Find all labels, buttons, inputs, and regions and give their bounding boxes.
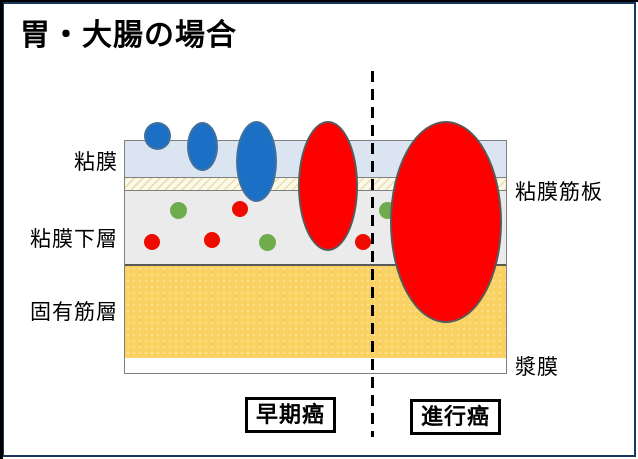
advanced-cancer-label: 進行癌 xyxy=(420,404,490,429)
layer-serosa xyxy=(125,358,506,373)
layer-mucosa xyxy=(125,141,506,177)
label-mucosa: 粘膜 xyxy=(74,151,118,174)
label-muscularis-propria: 固有筋層 xyxy=(30,301,118,324)
layer-muscularis-mucosae xyxy=(125,177,506,191)
frame-left-black-edge xyxy=(0,0,3,459)
layer-submucosa xyxy=(125,191,506,264)
page-title: 胃・大腸の場合 xyxy=(20,19,237,52)
early-cancer-label: 早期癌 xyxy=(255,402,325,427)
label-muscularis-mucosae: 粘膜筋板 xyxy=(515,181,603,204)
label-serosa: 漿膜 xyxy=(515,356,559,379)
frame-top-black-edge xyxy=(0,0,638,2)
advanced-cancer-box: 進行癌 xyxy=(410,399,501,435)
layer-muscularis-propria xyxy=(125,264,506,358)
stage-divider-dashed-line xyxy=(371,71,374,437)
tissue-layer-stack xyxy=(124,140,507,374)
label-submucosa: 粘膜下層 xyxy=(30,228,118,251)
early-cancer-box: 早期癌 xyxy=(245,397,336,433)
